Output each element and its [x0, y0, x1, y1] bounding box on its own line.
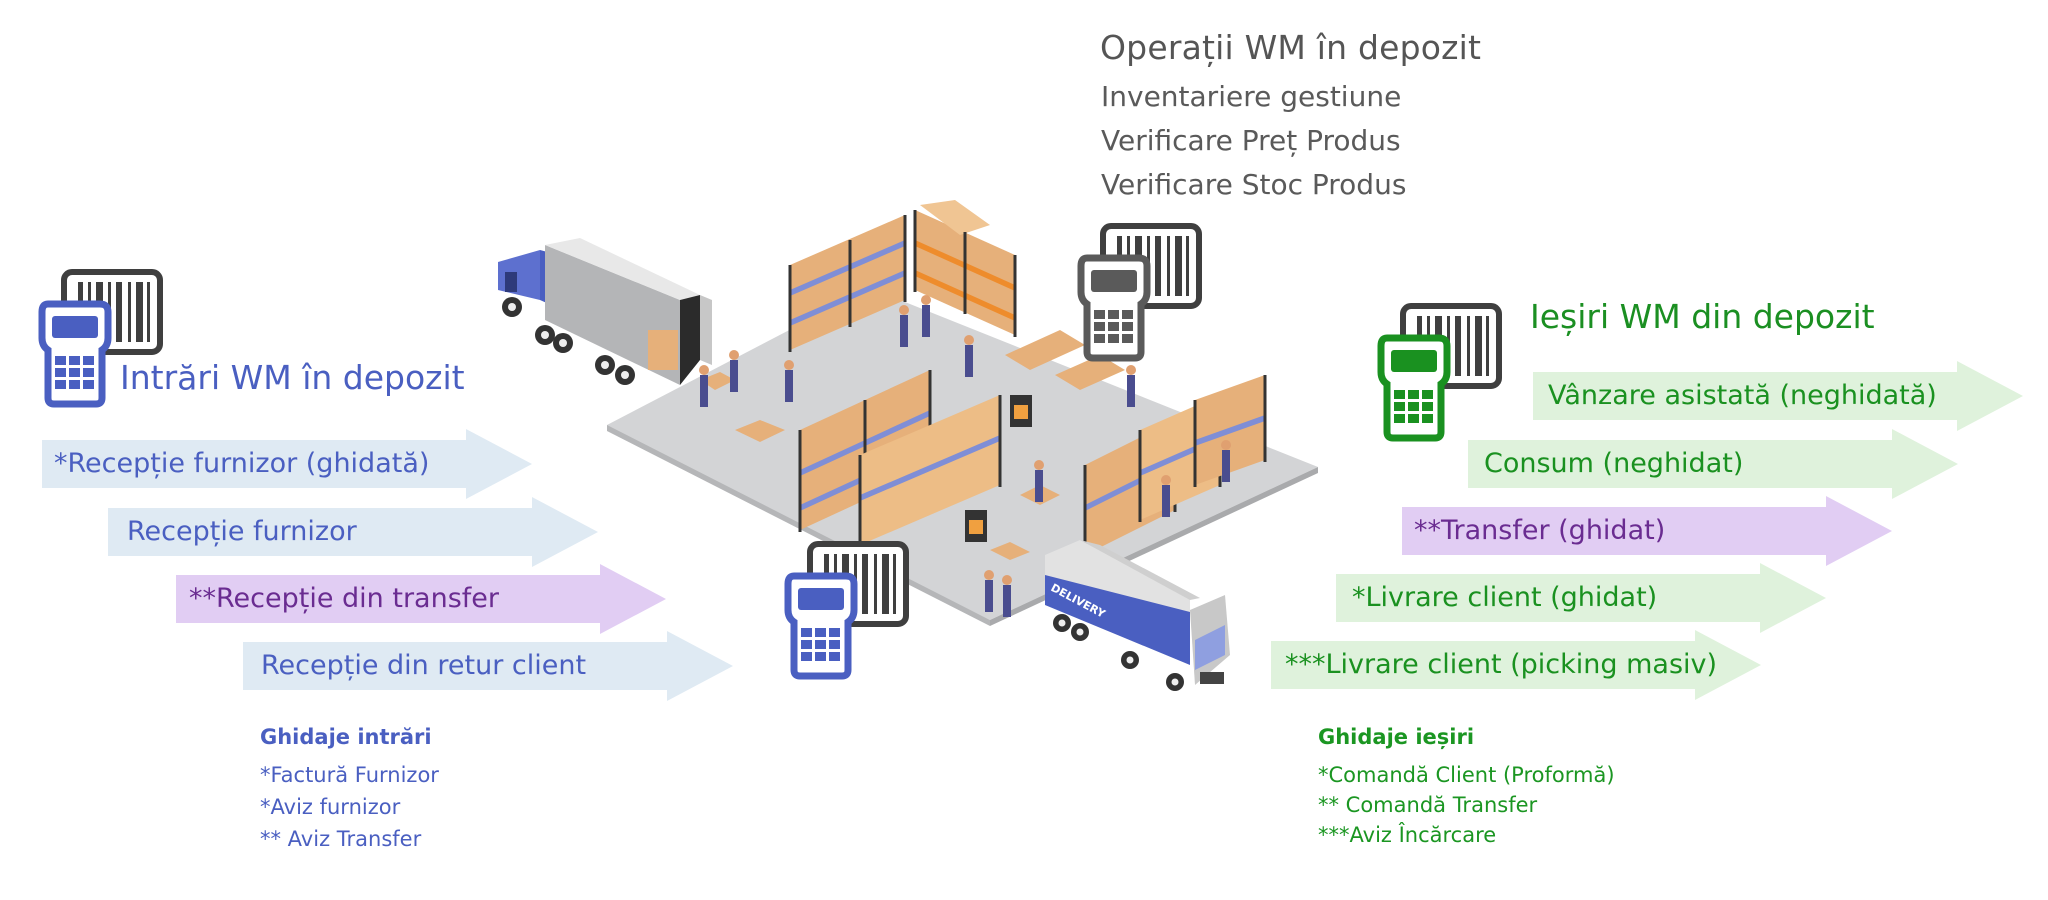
outbound-guides-title: Ghidaje ieșiri	[1318, 725, 1475, 749]
outbound-arrow-label: Vânzare asistată (neghidată)	[1548, 380, 1937, 411]
inbound-title: Intrări WM în depozit	[120, 358, 465, 397]
rack	[858, 395, 1002, 547]
inbound-guide-item: ** Aviz Transfer	[260, 827, 422, 851]
rack	[913, 200, 1017, 337]
outbound-guide-item: ***Aviz Încărcare	[1318, 823, 1497, 847]
inbound-guide-item: *Aviz furnizor	[260, 795, 401, 819]
inbound-arrow: *Recepție furnizor (ghidată)	[42, 429, 532, 499]
inbound-guide-item: *Factură Furnizor	[260, 763, 439, 787]
outbound-arrow: Vânzare asistată (neghidată)	[1533, 361, 2023, 431]
operations-item: Verificare Preț Produs	[1101, 124, 1401, 157]
scanner-barcode-icon-operations	[1077, 223, 1202, 362]
outbound-arrow: Consum (neghidat)	[1468, 429, 1958, 499]
inbound-arrow-label: *Recepție furnizor (ghidată)	[54, 448, 430, 479]
scanner-barcode-icon-center	[784, 541, 909, 680]
shelving-racks	[788, 200, 1267, 557]
workers	[699, 295, 1231, 617]
pallets	[700, 330, 1125, 560]
operations-title: Operații WM în depozit	[1100, 28, 1482, 67]
outbound-arrow-label: Consum (neghidat)	[1484, 448, 1744, 479]
operations-item: Inventariere gestiune	[1101, 80, 1402, 113]
outbound-guide-item: *Comandă Client (Proformă)	[1318, 763, 1615, 787]
inbound-arrow-label: Recepție furnizor	[127, 516, 357, 547]
inbound-guides-title: Ghidaje intrări	[260, 725, 432, 749]
outbound-arrow-label: **Transfer (ghidat)	[1414, 515, 1666, 546]
outbound-arrow: ***Livrare client (picking masiv)	[1271, 630, 1761, 700]
scanner-barcode-icon-outbound	[1377, 303, 1502, 442]
outbound-arrow-label: ***Livrare client (picking masiv)	[1285, 649, 1718, 680]
scanner-barcode-icon-inbound	[38, 269, 163, 408]
rack	[1193, 375, 1267, 487]
rack	[788, 215, 907, 352]
forklifts	[965, 395, 1032, 542]
outbound-title: Ieșiri WM din depozit	[1530, 297, 1875, 336]
inbound-arrow: Recepție din retur client	[243, 631, 733, 701]
outbound-arrow: *Livrare client (ghidat)	[1336, 563, 1826, 633]
outbound-guide-item: ** Comandă Transfer	[1318, 793, 1538, 817]
inbound-arrow: Recepție furnizor	[108, 497, 598, 567]
outbound-arrow-transfer: **Transfer (ghidat)	[1402, 496, 1892, 566]
inbound-truck	[498, 238, 712, 385]
delivery-truck: DELIVERY	[1045, 540, 1230, 691]
operations-item: Verificare Stoc Produs	[1101, 168, 1407, 201]
inbound-arrow-label: **Recepție din transfer	[189, 583, 499, 614]
outbound-arrow-label: *Livrare client (ghidat)	[1352, 582, 1658, 613]
inbound-arrow-label: Recepție din retur client	[261, 650, 587, 681]
inbound-arrow-transfer: **Recepție din transfer	[176, 564, 666, 634]
